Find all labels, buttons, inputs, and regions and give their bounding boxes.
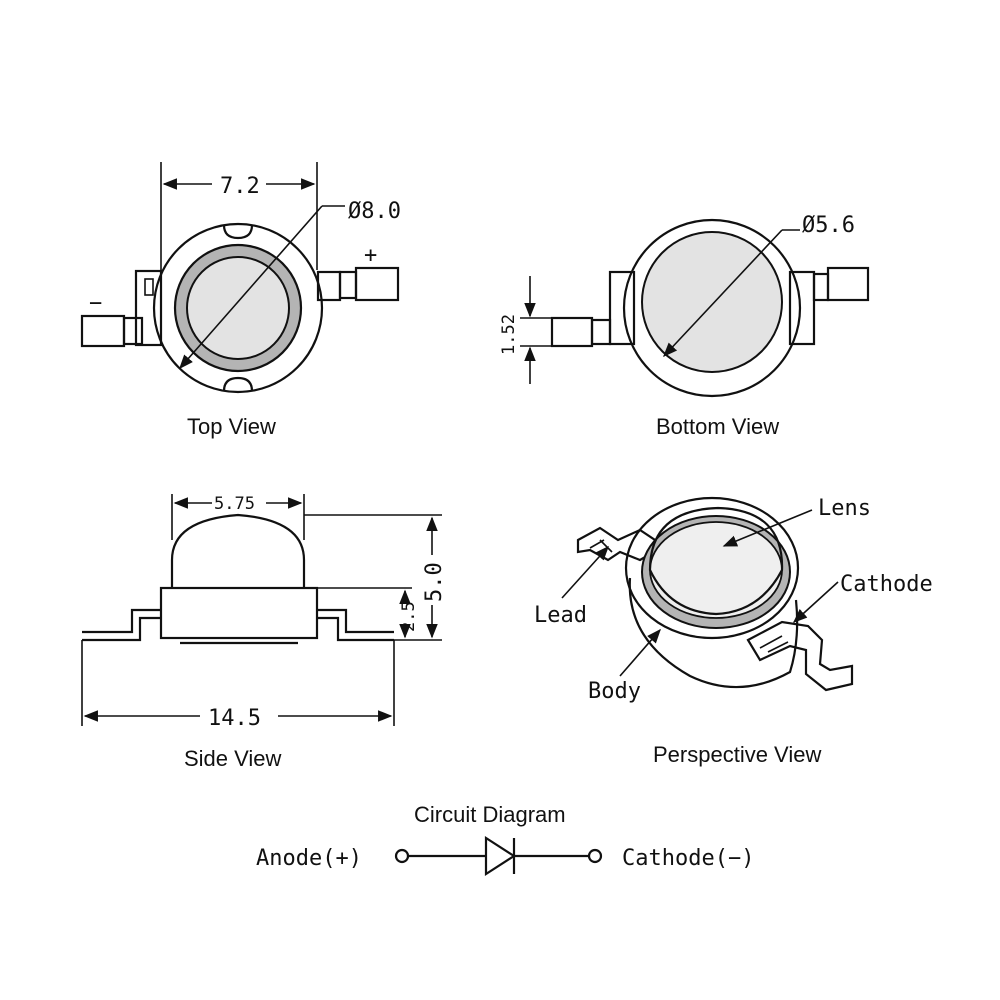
side-body-label: 2.5 bbox=[399, 601, 419, 632]
top-left-lead-tab bbox=[122, 316, 144, 346]
diode-symbol bbox=[484, 835, 517, 877]
circuit-cathode-label: Cathode(−) bbox=[622, 846, 754, 871]
top-diameter-leader bbox=[179, 205, 323, 370]
circuit-diagram: Circuit Diagram Anode(+) Cathode(−) bbox=[256, 802, 754, 877]
anode-terminal bbox=[394, 848, 410, 864]
side-lens-dome bbox=[170, 513, 306, 588]
side-body bbox=[159, 586, 319, 640]
persp-body bbox=[628, 577, 799, 689]
bottom-left-lead bbox=[550, 316, 594, 348]
persp-left-lead bbox=[576, 526, 667, 562]
bottom-left-body-tab bbox=[608, 270, 636, 346]
perspective-view-title: Perspective View bbox=[653, 742, 821, 767]
bottom-body-circle bbox=[622, 218, 802, 398]
persp-body-label: Body bbox=[588, 679, 641, 704]
bottom-right-lead bbox=[812, 272, 830, 302]
top-minus-sign: − bbox=[89, 291, 102, 316]
bottom-diameter-label: Ø5.6 bbox=[802, 213, 855, 238]
bottom-right-lead-pad bbox=[826, 266, 870, 302]
bottom-view: Ø5.6 1.52 Bottom View bbox=[499, 213, 870, 439]
side-left-lead bbox=[82, 608, 161, 642]
persp-lead-label: Lead bbox=[534, 603, 587, 628]
bottom-diameter-leader bbox=[663, 229, 783, 358]
top-cathode-mark bbox=[144, 278, 154, 296]
top-width-label: 7.2 bbox=[220, 174, 260, 199]
top-notch-bottom bbox=[222, 376, 254, 392]
perspective-view: Lens Cathode Lead Body Perspective View bbox=[534, 496, 933, 767]
persp-body-leader bbox=[619, 628, 661, 677]
top-left-body-tab bbox=[134, 269, 163, 347]
top-right-lead bbox=[338, 270, 358, 300]
circuit-title: Circuit Diagram bbox=[414, 802, 566, 827]
top-plus-sign: + bbox=[364, 243, 377, 268]
side-view: 5.75 5.0 2.5 14.5 Side View bbox=[81, 494, 447, 771]
top-view: Ø8.0 7.2 + − Top View bbox=[80, 162, 401, 439]
top-lens bbox=[186, 256, 290, 360]
bottom-lead-label: 1.52 bbox=[499, 314, 519, 355]
side-height-label: 5.0 bbox=[422, 562, 447, 602]
circuit-anode-label: Anode(+) bbox=[256, 846, 362, 871]
cathode-terminal bbox=[587, 848, 603, 864]
side-view-title: Side View bbox=[184, 746, 282, 771]
persp-right-lead bbox=[746, 620, 854, 692]
persp-cathode-label: Cathode bbox=[840, 572, 933, 597]
bottom-right-body-tab bbox=[788, 270, 816, 346]
top-notch-top bbox=[222, 224, 254, 240]
persp-cathode-leader bbox=[792, 581, 839, 623]
top-view-title: Top View bbox=[187, 414, 276, 439]
top-left-lead bbox=[80, 314, 126, 348]
persp-lens-dome bbox=[648, 506, 784, 616]
persp-lens-label: Lens bbox=[818, 496, 871, 521]
side-length-label: 14.5 bbox=[208, 706, 261, 731]
top-body-circle bbox=[152, 222, 324, 394]
bottom-view-title: Bottom View bbox=[656, 414, 779, 439]
side-lens-label: 5.75 bbox=[214, 494, 255, 514]
persp-lens-leader bbox=[722, 509, 813, 547]
side-right-lead bbox=[317, 608, 394, 642]
top-right-lead-pad bbox=[354, 266, 400, 302]
bottom-left-lead-tab bbox=[590, 318, 612, 346]
top-diameter-label: Ø8.0 bbox=[348, 199, 401, 224]
persp-body-top bbox=[624, 496, 800, 640]
persp-lead-leader bbox=[561, 545, 609, 599]
